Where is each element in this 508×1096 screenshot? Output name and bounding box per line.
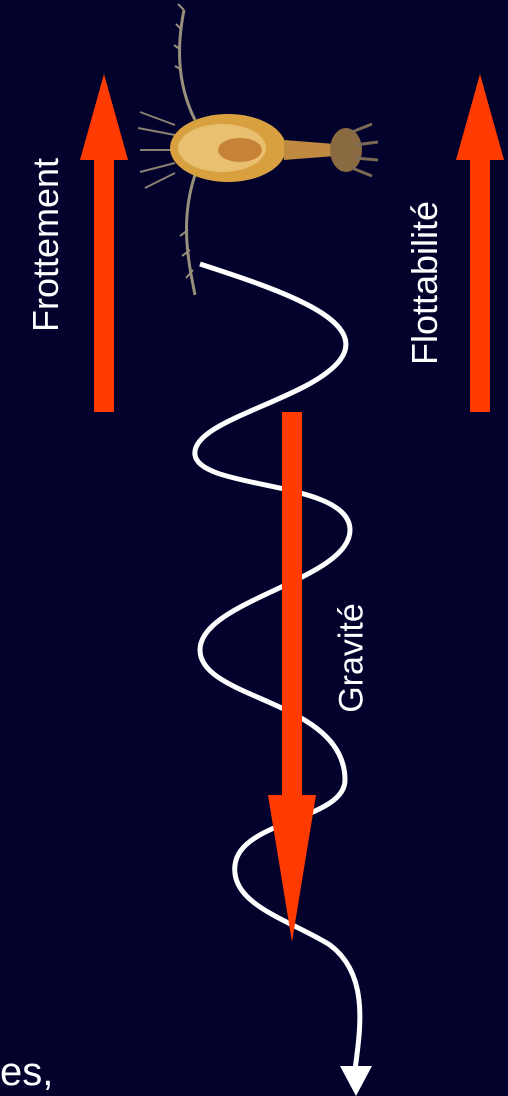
- cut-off-text: es,: [0, 1050, 60, 1095]
- gravity-label: Gravité: [333, 603, 372, 713]
- path-arrowhead: [340, 1066, 372, 1096]
- copepod-icon: [138, 4, 378, 295]
- drag-arrow: [80, 74, 128, 412]
- drag-label: Frottement: [25, 158, 67, 332]
- gravity-arrow: [268, 412, 316, 942]
- buoyancy-label: Flottabilité: [404, 201, 446, 365]
- buoyancy-arrow: [456, 74, 504, 412]
